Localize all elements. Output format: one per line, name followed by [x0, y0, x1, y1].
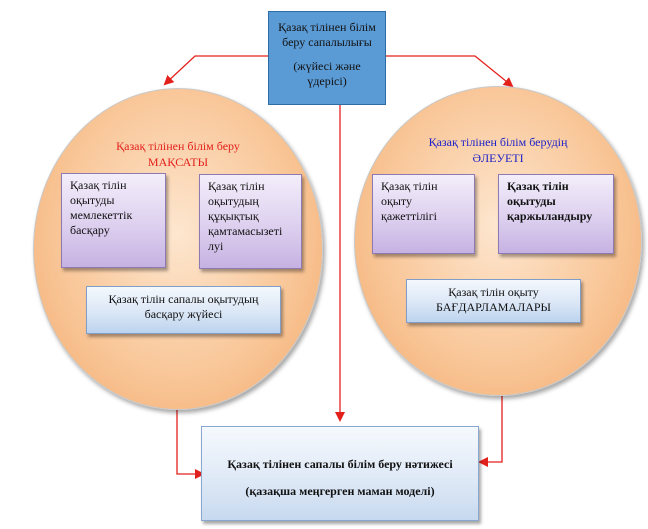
arrow-right-oval-to-result — [478, 396, 503, 467]
result-line1: Қазақ тілінен сапалы білім беру нәтижесі — [227, 457, 453, 471]
left-box1-line: мемлекеттік — [70, 208, 133, 222]
right-oval-title: Қазақ тілінен білім берудің ӘЛЕУЕТІ — [405, 134, 591, 166]
right-box3-line: Қазақ тілін оқыту — [448, 285, 539, 299]
top-box-line4: үдерісі) — [307, 74, 347, 88]
right-box2-line: Қазақ тілін — [507, 179, 569, 193]
left-box-state-management: Қазақ тілін оқытуды мемлекеттік басқару — [61, 173, 166, 268]
top-box-line2: беру сапалылығы — [282, 35, 372, 49]
left-box-legal-support: Қазақ тілін оқытудың құқықтық қамтамасыз… — [199, 174, 302, 269]
right-box-programs: Қазақ тілін оқыту БАҒДАРЛАМАЛАРЫ — [406, 279, 581, 323]
right-box3-line: БАҒДАРЛАМАЛАРЫ — [435, 300, 552, 314]
right-box-need: Қазақ тілін оқыту қажеттілігі — [372, 174, 475, 254]
left-box2-line: луі — [208, 239, 224, 253]
right-box1-line: қажеттілігі — [381, 209, 438, 223]
left-box2-line: қамтамасызеті — [208, 224, 283, 238]
left-box1-line: оқытуды — [70, 193, 115, 207]
arrow-top-to-right-oval — [386, 55, 514, 88]
right-box2-line: қаржыландыру — [507, 209, 593, 223]
right-box1-line: Қазақ тілін — [381, 179, 438, 193]
right-box1-line: оқыту — [381, 194, 412, 208]
result-line2: (қазақша меңгерген маман моделі) — [245, 484, 435, 498]
left-box2-line: оқытудың — [208, 194, 259, 208]
arrow-left-oval-to-result — [176, 410, 205, 479]
right-box2-line: оқытуды — [507, 194, 556, 208]
left-box2-line: құқықтық — [208, 209, 259, 223]
left-box3-line: басқару жүйесі — [144, 307, 223, 321]
left-oval-title: Қазақ тілінен білім беру МАҚСАТЫ — [88, 138, 268, 170]
left-title-line2: МАҚСАТЫ — [147, 155, 209, 169]
left-title-line1: Қазақ тілінен білім беру — [116, 139, 240, 153]
left-box3-line: Қазақ тілін сапалы оқытудың — [108, 292, 259, 306]
left-box1-line: басқару — [70, 223, 110, 237]
arrow-top-to-left-oval — [163, 55, 268, 86]
right-title-line2: ӘЛЕУЕТІ — [472, 151, 524, 165]
result-box: Қазақ тілінен сапалы білім беру нәтижесі… — [201, 426, 479, 521]
right-title-line1: Қазақ тілінен білім берудің — [428, 135, 568, 149]
quality-top-box: Қазақ тілінен білім беру сапалылығы (жүй… — [268, 11, 386, 105]
top-box-line1: Қазақ тілінен білім — [278, 20, 376, 34]
left-box-management-system: Қазақ тілін сапалы оқытудың басқару жүйе… — [86, 286, 281, 334]
right-box-financing: Қазақ тілін оқытуды қаржыландыру — [498, 174, 614, 254]
left-box1-line: Қазақ тілін — [70, 178, 127, 192]
left-box2-line: Қазақ тілін — [208, 179, 265, 193]
top-box-line3: (жүйесі және — [293, 59, 361, 73]
